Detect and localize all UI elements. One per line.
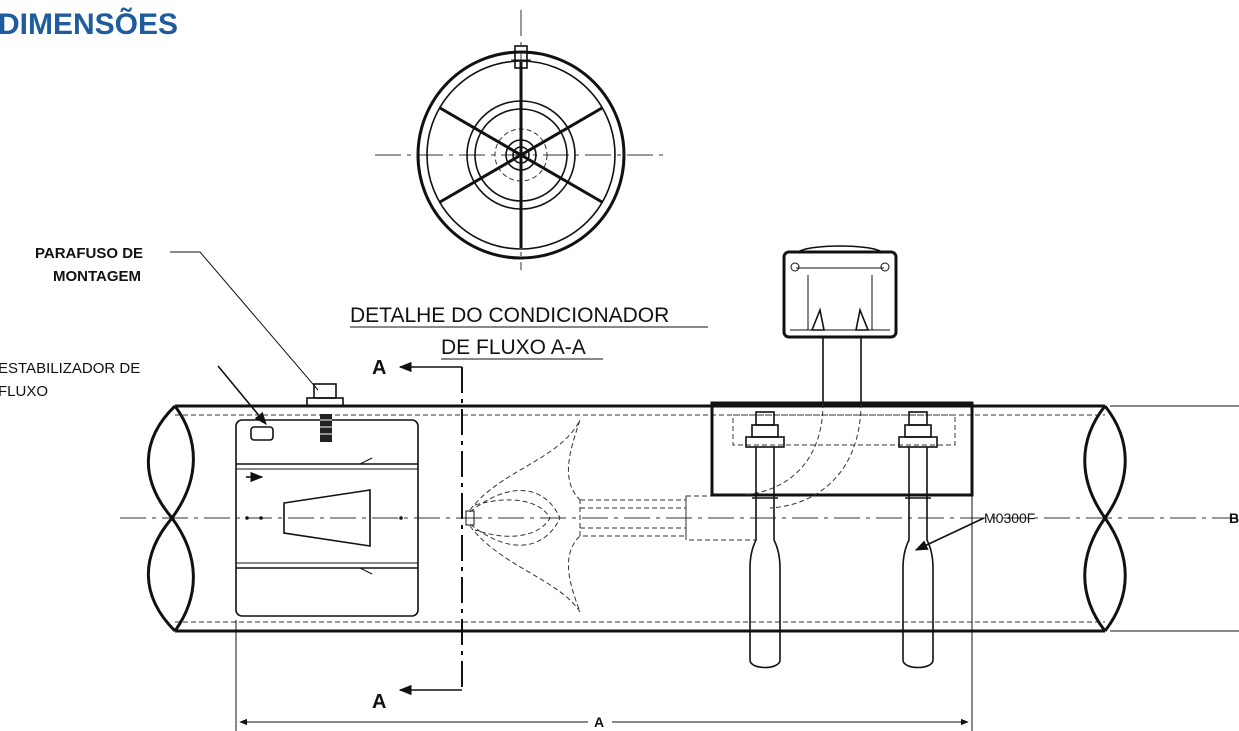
page-title: DIMENSÕES [0, 7, 178, 41]
detail-label-line1: DETALHE DO CONDICIONADOR [350, 304, 669, 327]
section-label-bottom: A [372, 691, 386, 713]
stabilizer-leader-arrow [217, 365, 267, 425]
detail-label-line2: DE FLUXO A-A [441, 336, 586, 359]
dimension-lines [235, 405, 1239, 731]
mounting-bolt-label-line1: PARAFUSO DE [35, 245, 143, 262]
flow-conditioner-detail [375, 10, 668, 270]
stabilizer-label-line1: ESTABILIZADOR DE [0, 360, 140, 377]
mounting-bolt-leader [170, 251, 319, 391]
stabilizer-label-line2: FLUXO [0, 383, 48, 400]
mounting-bolt-label-line2: MONTAGEM [53, 268, 141, 285]
dimension-a-label: A [594, 714, 604, 730]
drawing-reference: M0300F [984, 510, 1035, 526]
dimension-b-label: B [1229, 510, 1239, 526]
section-label-top: A [372, 357, 386, 379]
pipe-assembly [120, 245, 1239, 696]
